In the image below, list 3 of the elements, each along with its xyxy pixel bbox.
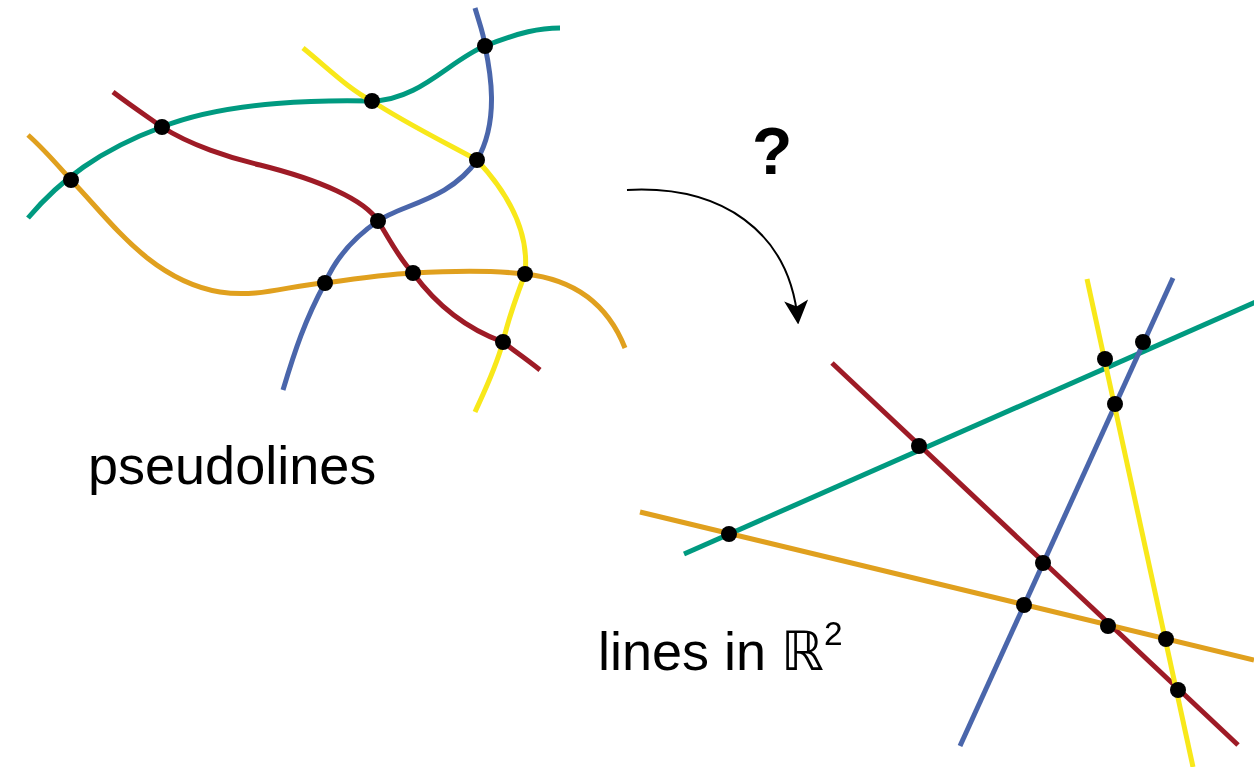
node-label: lines in ℝ$^{2}$: [598, 622, 843, 682]
curved-arrow: [626, 188, 807, 325]
node-label: pseudolines: [88, 436, 377, 496]
